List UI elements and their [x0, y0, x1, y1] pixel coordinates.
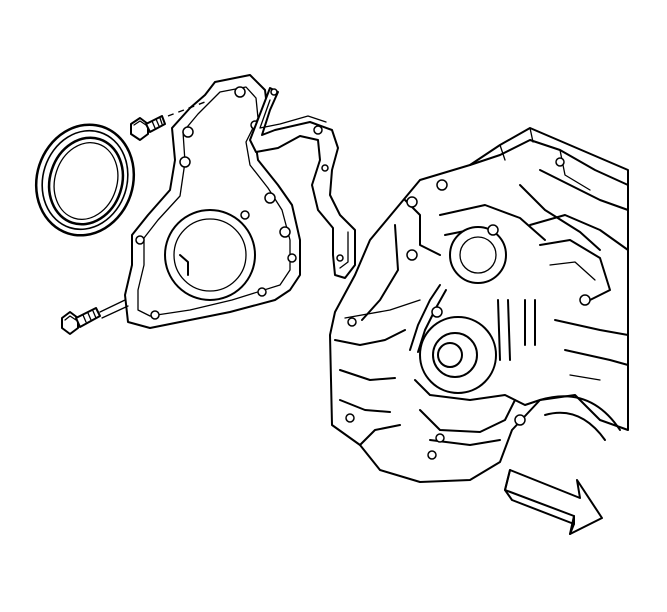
lower-bolt — [61, 299, 129, 335]
rear-cover — [124, 74, 301, 329]
front-direction-arrow-icon — [504, 469, 603, 535]
engine-block — [329, 127, 629, 483]
rear-main-seal — [34, 123, 136, 237]
seal-bore — [164, 209, 256, 301]
cam-bore — [449, 226, 507, 284]
upper-bolt — [130, 101, 206, 141]
gasket-outline — [249, 87, 356, 279]
cover-gasket — [249, 87, 356, 279]
